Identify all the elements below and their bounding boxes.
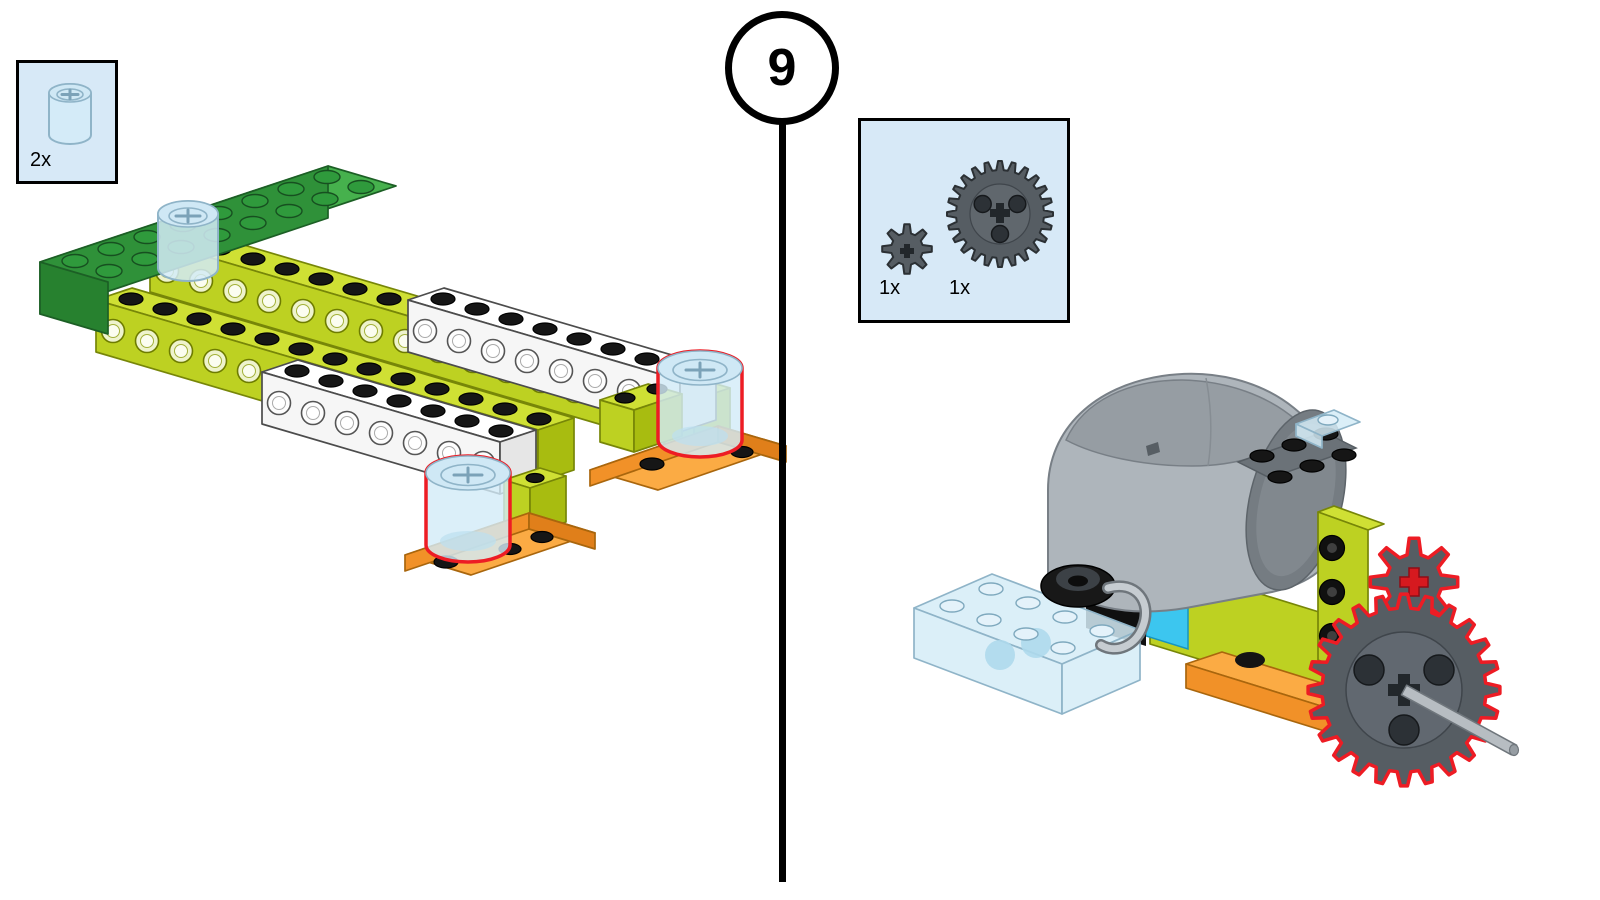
gray-hook (1095, 580, 1152, 655)
step-number: 9 (767, 39, 797, 97)
brick-studs (978, 582, 1115, 638)
assembly-left-frame (39, 165, 787, 576)
gear-24-icon (946, 160, 1054, 268)
assembly-right-motor (913, 372, 1520, 788)
red-axle-end (1399, 567, 1429, 597)
trans-plate-side (1295, 423, 1323, 449)
step-number-badge: 9 (725, 11, 839, 125)
round-brick-transparent-highlighted-lower (424, 454, 512, 564)
transparent-brick-assembly (913, 564, 1152, 715)
parts-callout-left: 2x (16, 60, 118, 184)
step-divider-line (779, 118, 786, 882)
round-brick-icon (48, 83, 92, 145)
motor (1047, 372, 1361, 613)
black-knob (1040, 564, 1116, 608)
motor-studs (1267, 448, 1357, 484)
round-brick-transparent (157, 200, 219, 282)
gear-8-icon (881, 223, 933, 275)
part-count-label: 1x (879, 277, 901, 299)
beam-studs (284, 364, 514, 438)
black-bushing (1235, 652, 1265, 668)
part-count-label: 2x (30, 149, 52, 171)
beam-studs (118, 292, 552, 426)
gears-icons (881, 160, 1054, 275)
axle (1400, 684, 1520, 757)
parts-callout-right: 1x 1x (858, 118, 1070, 323)
part-count-label: 1x (949, 277, 971, 299)
column-holes-inner (1327, 543, 1337, 641)
motor-vent (1146, 442, 1160, 456)
round-brick-transparent-highlighted-right (656, 349, 744, 459)
gear-train (1306, 536, 1520, 788)
brick-studs (939, 599, 1076, 655)
